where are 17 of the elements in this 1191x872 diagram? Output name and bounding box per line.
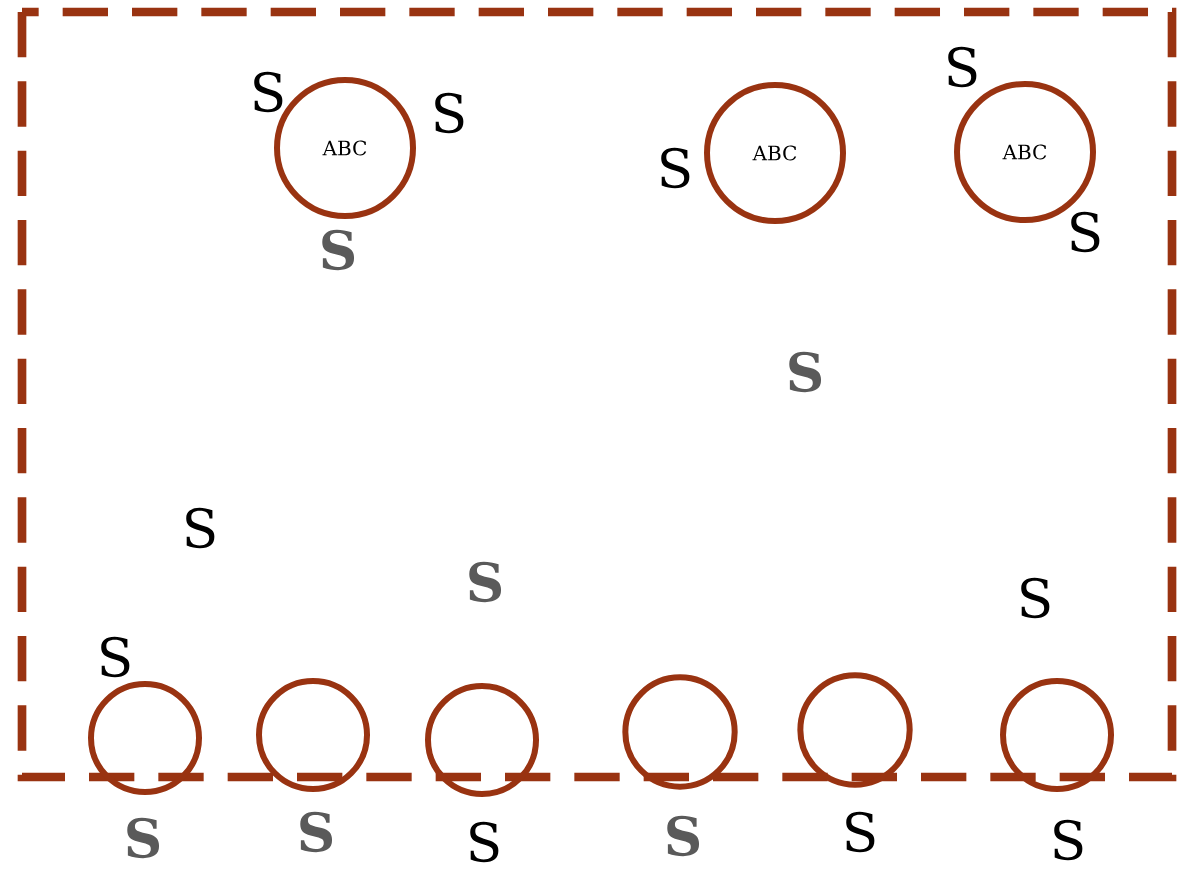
letter: S [186,507,215,549]
hatched-letter: S [789,351,822,393]
empty-circle [88,681,202,795]
empty-circle [256,678,370,792]
hatched-letter: S [667,815,700,857]
letter: S [1021,577,1050,619]
empty-circle [622,674,738,790]
empty-circle [1000,678,1114,792]
letter: S [846,811,875,853]
letter: S [101,636,130,678]
hatched-letter: S [127,817,160,859]
empty-circle [797,672,913,788]
hatched-letter: S [300,811,333,853]
letter: S [470,821,499,863]
empty-circle [425,683,539,797]
letter: S [1054,819,1083,861]
hatched-letter: S [469,561,502,603]
